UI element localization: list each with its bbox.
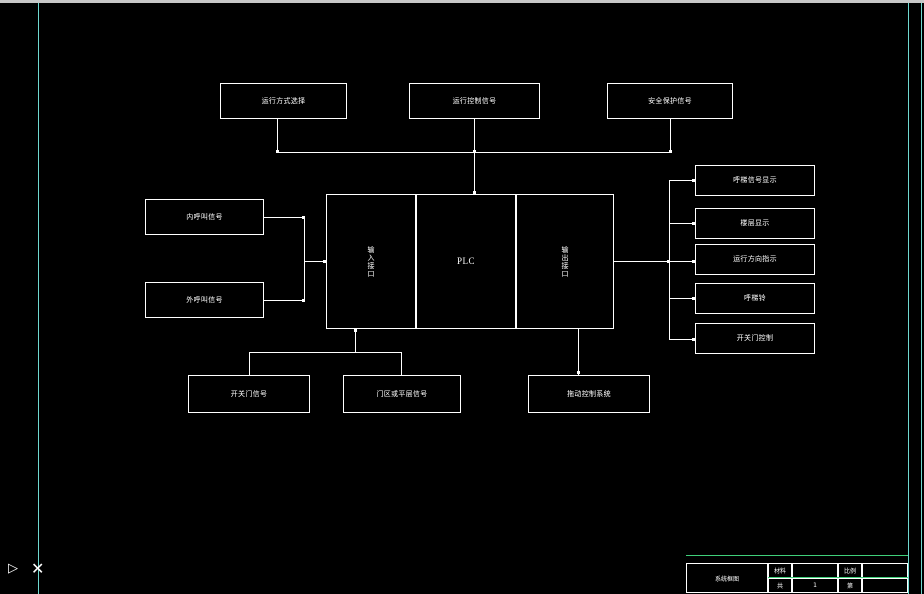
- drawing-frame-right-outer: [921, 3, 922, 594]
- arrow-right-3: [692, 260, 695, 263]
- input-box-safety-protection[interactable]: 安全保护信号: [607, 83, 733, 119]
- title-block-sheet-total-value: 1: [813, 582, 817, 589]
- output-box-direction-indicator-label: 运行方向指示: [733, 255, 777, 264]
- arrow-top-3: [669, 150, 672, 153]
- connector-to-floor-display: [669, 223, 695, 224]
- input-box-car-call-label: 内呼叫信号: [186, 212, 223, 221]
- arrow-left-into-plc: [323, 260, 326, 263]
- output-box-drive-control-system-label: 拖动控制系统: [567, 389, 611, 398]
- title-block-highlight-line: [768, 577, 908, 578]
- plc-output-interface[interactable]: 输出接口: [516, 194, 614, 329]
- plc-input-interface[interactable]: 输入接口: [326, 194, 416, 329]
- title-block-name-cell: 系统框图: [686, 563, 768, 593]
- connector-to-call-bell: [669, 298, 695, 299]
- title-block-sheet-no-label-cell: 第: [838, 578, 862, 593]
- input-box-run-control[interactable]: 运行控制信号: [409, 83, 540, 119]
- connector-hall-call-out: [264, 300, 304, 301]
- connector-bottom-input-bus: [249, 352, 402, 353]
- output-box-floor-display-label: 楼层显示: [740, 219, 770, 228]
- arrow-top-1: [276, 150, 279, 153]
- output-box-call-display-label: 呼梯信号显示: [733, 176, 777, 185]
- output-box-direction-indicator[interactable]: 运行方向指示: [695, 244, 815, 275]
- input-box-hall-call[interactable]: 外呼叫信号: [145, 282, 264, 318]
- connector-top-1-drop: [277, 119, 278, 152]
- arrow-top-into-plc: [473, 191, 476, 194]
- input-box-door-signal[interactable]: 开关门信号: [188, 375, 310, 413]
- connector-car-call-out: [264, 217, 304, 218]
- connector-to-door-control: [669, 339, 695, 340]
- arrow-right-4: [692, 297, 695, 300]
- input-box-door-zone-level-label: 门区或平层信号: [376, 389, 428, 398]
- input-box-hall-call-label: 外呼叫信号: [186, 295, 223, 304]
- output-box-call-display[interactable]: 呼梯信号显示: [695, 165, 815, 196]
- plc-output-interface-label: 输出接口: [561, 245, 570, 278]
- output-box-door-control-label: 开关门控制: [736, 334, 774, 343]
- output-box-door-control[interactable]: 开关门控制: [695, 323, 815, 354]
- connector-to-call-display: [669, 180, 695, 181]
- title-block-scale-label-cell: 比例: [838, 563, 862, 578]
- crosshair-cursor-icon[interactable]: ✕: [31, 559, 45, 578]
- plc-controller-label: PLC: [456, 256, 475, 267]
- title-block-sheet-total-label: 共: [776, 583, 783, 590]
- title-block-name-value: 系统框图: [714, 575, 739, 583]
- arrow-right-5: [692, 338, 695, 341]
- input-box-operation-mode-label: 运行方式选择: [261, 96, 306, 105]
- connector-right-vertical-bus: [669, 180, 670, 339]
- drawing-frame-right-inner: [908, 3, 909, 594]
- input-box-door-zone-level[interactable]: 门区或平层信号: [343, 375, 461, 413]
- input-box-operation-mode[interactable]: 运行方式选择: [220, 83, 347, 119]
- connector-left-bus-to-plc: [304, 261, 326, 262]
- title-block-sheet-no-label: 第: [846, 583, 853, 590]
- connector-top-2-drop: [474, 119, 475, 152]
- arrow-bottom-into-plc: [354, 329, 357, 332]
- title-block-material-label: 材料: [773, 568, 786, 575]
- arrow-top-2: [473, 150, 476, 153]
- connector-left-bus: [304, 217, 305, 301]
- output-box-drive-control-system[interactable]: 拖动控制系统: [528, 375, 650, 413]
- plc-input-interface-label: 输入接口: [367, 245, 376, 278]
- plc-controller[interactable]: PLC: [416, 194, 516, 329]
- arrow-right-1: [692, 179, 695, 182]
- arrow-right-2: [692, 222, 695, 225]
- output-box-floor-display[interactable]: 楼层显示: [695, 208, 815, 239]
- title-block-scale-value-cell: [862, 563, 908, 578]
- window-top-edge: [0, 0, 924, 3]
- output-box-call-bell[interactable]: 呼梯铃: [695, 283, 815, 314]
- connector-top-3-drop: [670, 119, 671, 152]
- connector-top-bus-to-plc: [474, 152, 475, 194]
- input-box-safety-protection-label: 安全保护信号: [648, 96, 692, 105]
- crosshair-vertical-line: [38, 3, 39, 594]
- connector-door-signal-up: [249, 352, 250, 375]
- title-block-highlight-line-left: [686, 555, 908, 556]
- connector-plc-to-drive-control: [578, 329, 579, 375]
- title-block-sheet-total-label-cell: 共: [768, 578, 792, 593]
- output-box-call-bell-label: 呼梯铃: [744, 294, 766, 303]
- arrow-left-bus-top: [302, 216, 305, 219]
- title-block-sheet-no-value-cell: [862, 578, 908, 593]
- title-block-scale-label: 比例: [843, 568, 856, 575]
- connector-bottom-bus-to-plc: [355, 329, 356, 352]
- arrow-right-trunk-junction: [667, 260, 670, 263]
- connector-plc-output-trunk: [614, 261, 669, 262]
- input-box-run-control-label: 运行控制信号: [452, 96, 497, 105]
- connector-door-zone-up: [401, 352, 402, 375]
- ucs-arrow-icon: ▷: [8, 561, 18, 576]
- title-block-sheet-total-value-cell: 1: [792, 578, 838, 593]
- title-block-material-value-cell: [792, 563, 838, 578]
- arrow-into-drive-control: [577, 371, 580, 374]
- title-block-material-label-cell: 材料: [768, 563, 792, 578]
- arrow-left-bus-bottom: [302, 299, 305, 302]
- input-box-car-call[interactable]: 内呼叫信号: [145, 199, 264, 235]
- connector-to-direction-indicator: [669, 261, 695, 262]
- input-box-door-signal-label: 开关门信号: [230, 389, 268, 398]
